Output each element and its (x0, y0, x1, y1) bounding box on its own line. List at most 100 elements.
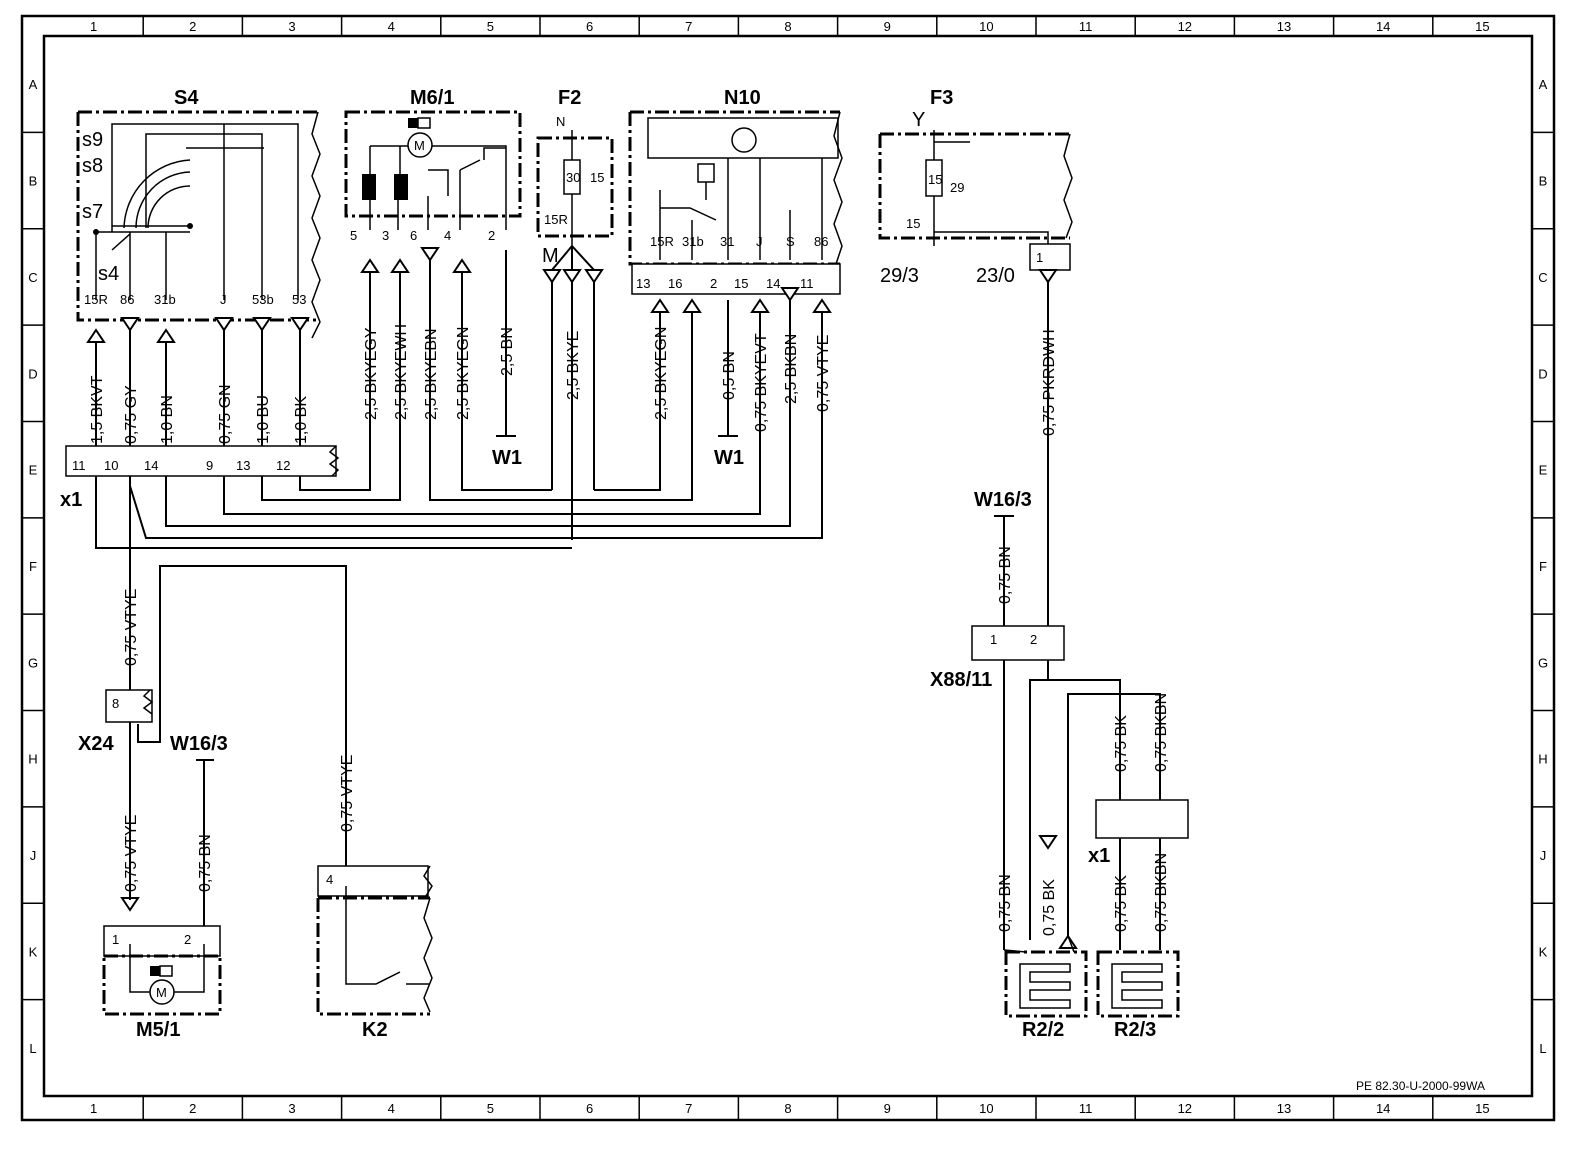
column-label-top: 2 (189, 19, 196, 34)
wire-label-w163-x88: 0,75 BN (997, 546, 1014, 604)
row-label-right: B (1539, 174, 1548, 189)
switch-label-s4: s4 (98, 263, 119, 285)
column-label-bottom: 5 (487, 1101, 494, 1116)
component-f3: F3 Y 15 29 15 1 29/3 23/0 (878, 87, 1073, 660)
row-label-left: E (29, 463, 38, 478)
node-f2-m: M (542, 245, 559, 267)
wire-label-x24-up: 0,75 VTYE (123, 589, 140, 666)
pin-x1-10: 10 (104, 458, 118, 473)
component-r23: R2/3 (1096, 950, 1180, 1041)
column-label-top: 14 (1376, 19, 1390, 34)
wire-label-n10-14: 2,5 BKBN (783, 334, 800, 404)
wire-label-m61-3: 2,5 BKYEWH (393, 324, 410, 420)
row-label-right: K (1539, 944, 1548, 959)
switch-label-s8: s8 (82, 155, 103, 177)
pin-arrow-down (562, 269, 582, 284)
pin-x8811-1: 1 (990, 632, 997, 647)
row-label-right: D (1538, 366, 1547, 381)
row-label-left: H (28, 752, 37, 767)
column-label-top: 6 (586, 19, 593, 34)
row-label-left: B (29, 174, 38, 189)
wire-label-r22-bk: 0,75 BK (1041, 879, 1058, 936)
wire-label-s4-86: 0,75 GY (123, 385, 140, 444)
pin-n10-s: S (786, 234, 795, 249)
pin-x1-9: 9 (206, 458, 213, 473)
drawing-reference: PE 82.30-U-2000-99WA (1356, 1079, 1485, 1093)
pin-arrow-up (650, 298, 670, 313)
pin-s4-53b: 53b (252, 292, 274, 307)
wire-label-x1b-bkbn-bot: 0,75 BKBN (1153, 853, 1170, 932)
pin-f3-y: Y (912, 109, 925, 131)
column-label-bottom: 12 (1178, 1101, 1192, 1116)
row-label-left: C (28, 270, 37, 285)
pin-n10-j: J (756, 234, 763, 249)
wire-label-x1b-bk-top: 0,75 BK (1113, 715, 1130, 772)
pin-x8811-2: 2 (1030, 632, 1037, 647)
column-label-bottom: 10 (979, 1101, 993, 1116)
component-label-x24: X24 (78, 733, 114, 755)
fuse-f3-label: 15 (928, 172, 942, 187)
column-label-top: 9 (884, 19, 891, 34)
pin-m61-4: 4 (444, 228, 451, 243)
column-label-bottom: 1 (90, 1101, 97, 1116)
column-label-bottom: 7 (685, 1101, 692, 1116)
component-k2: 4 K2 (316, 865, 433, 1041)
pin-x1-11: 11 (72, 458, 86, 473)
ground-label-w1-a: W1 (492, 447, 522, 469)
wire-label-m61-4: 2,5 BKYEGN (455, 327, 472, 420)
wires-m61: W1 2,5 BKYEGY 2,5 BKYEWH 2,5 BKYEBN 2,5 … (261, 250, 693, 501)
wire-label-x24-down: 0,75 VTYE (123, 815, 140, 892)
component-label-r22: R2/2 (1022, 1019, 1064, 1041)
column-label-bottom: 4 (388, 1101, 395, 1116)
wire-label-m61-2: 2,5 BN (499, 327, 516, 376)
component-n10: N10 15R 31b 31 J S 86 13 16 2 15 14 11 (628, 87, 843, 295)
component-s4: S4 s9 s8 s7 s4 15R 86 31b J 53b 53 (76, 87, 321, 339)
pin-n10-13: 13 (636, 276, 650, 291)
note-f3-293: 29/3 (880, 265, 919, 287)
component-r22: R2/2 (1003, 935, 1088, 1041)
note-f3-230: 23/0 (976, 265, 1015, 287)
pin-n10-31b: 31b (682, 234, 704, 249)
wire-label-k2-4: 0,75 VTYE (339, 755, 356, 832)
column-label-top: 15 (1475, 19, 1489, 34)
pin-n10-15r: 15R (650, 234, 674, 249)
pin-m61-5: 5 (350, 228, 357, 243)
row-label-right: C (1538, 270, 1547, 285)
wire-label-f2-out: 2,5 BKYE (565, 331, 582, 400)
column-label-top: 3 (288, 19, 295, 34)
column-label-bottom: 13 (1277, 1101, 1291, 1116)
row-label-right: H (1538, 752, 1547, 767)
component-x8811: W16/3 0,75 BN 0,75 PKRDWH 1 2 X88/11 0,7… (930, 329, 1170, 950)
pin-n10-16: 16 (668, 276, 682, 291)
wire-label-m61-5: 2,5 BKYEGY (363, 327, 380, 420)
pin-s4-86: 86 (120, 292, 134, 307)
column-label-top: 5 (487, 19, 494, 34)
pin-f2-n: N (556, 114, 565, 129)
wire-label-m51-2: 0,75 BN (197, 834, 214, 892)
pin-arrow-down (420, 247, 440, 262)
wire-label-n10-13: 2,5 BKYEGN (653, 327, 670, 420)
pin-m61-3: 3 (382, 228, 389, 243)
column-label-bottom: 9 (884, 1101, 891, 1116)
ground-label-w163-b: W16/3 (974, 489, 1032, 511)
pin-x1-14: 14 (144, 458, 158, 473)
pin-m51-2-label: 2 (184, 932, 191, 947)
pin-arrow-down (780, 287, 800, 302)
pin-arrow-down (120, 317, 140, 332)
drawing-frame: 1122334455667788991010111112121313141415… (20, 14, 1556, 1122)
pin-arrow-up (390, 258, 410, 273)
pin-arrow-up (156, 328, 176, 343)
ground-label-w163-a: W16/3 (170, 733, 228, 755)
component-label-x1-top: x1 (60, 489, 82, 511)
fuse-f2-rating: 15 (590, 170, 604, 185)
component-label-k2: K2 (362, 1019, 388, 1041)
row-label-right: J (1540, 848, 1547, 863)
ground-label-w1-b: W1 (714, 447, 744, 469)
row-label-left: A (29, 77, 38, 92)
row-label-left: F (29, 559, 37, 574)
column-label-top: 8 (784, 19, 791, 34)
wire-label-x1b-bkbn-top: 0,75 BKBN (1153, 693, 1170, 772)
wire-label-n10-2: 0,5 BN (721, 351, 738, 400)
pin-arrow-down (290, 317, 310, 332)
fuse-f2-label: 30 (566, 170, 580, 185)
